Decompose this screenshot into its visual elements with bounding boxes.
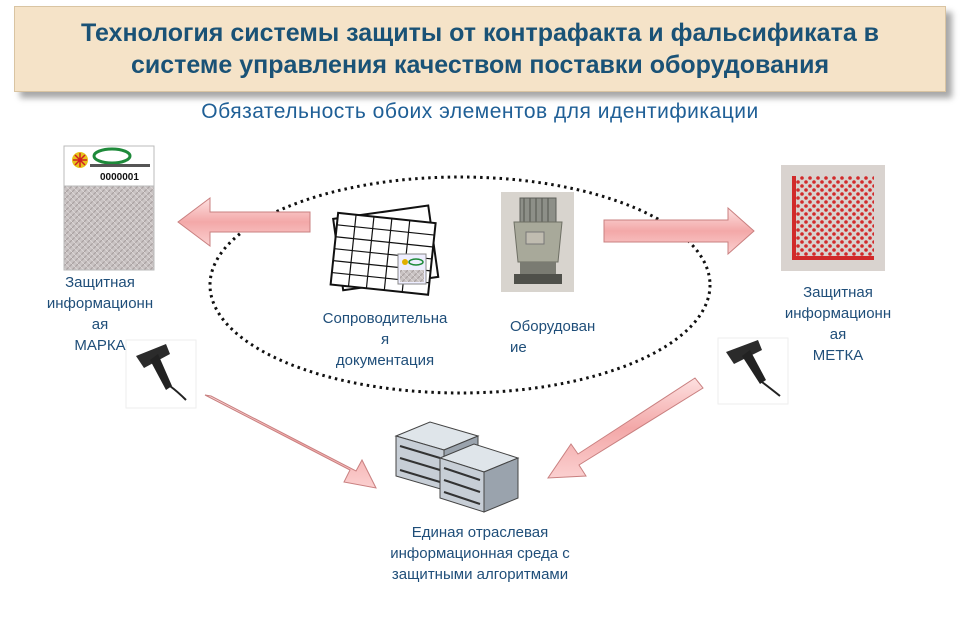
datamatrix-image: [781, 165, 885, 271]
title-banner: Технология системы защиты от контрафакта…: [14, 6, 946, 92]
marka-label-line: Защитная: [65, 274, 135, 291]
arrow-to-marka: [177, 197, 311, 247]
metka-label-line: Защитная: [803, 284, 873, 301]
equipment-label: Оборудован ие: [510, 316, 610, 358]
subtitle: Обязательность обоих элементов для идент…: [201, 100, 759, 123]
title-line-1: Технология системы защиты от контрафакта…: [80, 19, 880, 47]
docs-label: Сопроводительна я документация: [310, 308, 460, 371]
process-ellipse: [208, 175, 712, 395]
equipment-label-line: Оборудован: [510, 318, 596, 335]
security-tag-image: 0000001: [63, 145, 155, 271]
title-line-2: системе управления качеством поставки об…: [130, 51, 830, 79]
metka-label-line: информационн: [784, 305, 892, 322]
metka-label: Защитная информационн ая МЕТКА: [773, 282, 903, 366]
metka-label-line: ая: [829, 326, 847, 343]
equipment-part-image: [501, 192, 574, 292]
docs-label-line: документация: [335, 352, 435, 369]
equipment-label-line: ие: [510, 339, 527, 356]
marka-label-line: информационн: [46, 295, 154, 312]
tag-number: 0000001: [100, 172, 139, 183]
arrow-scanner-left-to-server: [204, 394, 377, 489]
barcode-scanner-icon: [125, 339, 197, 409]
metka-label-line: МЕТКА: [812, 347, 864, 364]
documents-image: [329, 204, 440, 296]
server-label: Единая отраслевая информационная среда с…: [360, 522, 600, 585]
arrow-to-metka: [603, 206, 755, 256]
server-label-line: Единая отраслевая: [411, 524, 549, 541]
marka-label: Защитная информационн ая МАРКА: [40, 272, 160, 356]
server-cluster-icon: [394, 421, 520, 513]
barcode-scanner-icon: [717, 337, 789, 405]
arrow-scanner-right-to-server: [547, 377, 704, 479]
docs-label-line: я: [380, 331, 390, 348]
server-label-line: информационная среда с: [390, 545, 570, 562]
marka-label-line: ая: [91, 316, 109, 333]
marka-label-line: МАРКА: [74, 337, 126, 354]
server-label-line: защитными алгоритмами: [391, 566, 569, 583]
docs-label-line: Сопроводительна: [322, 310, 448, 327]
